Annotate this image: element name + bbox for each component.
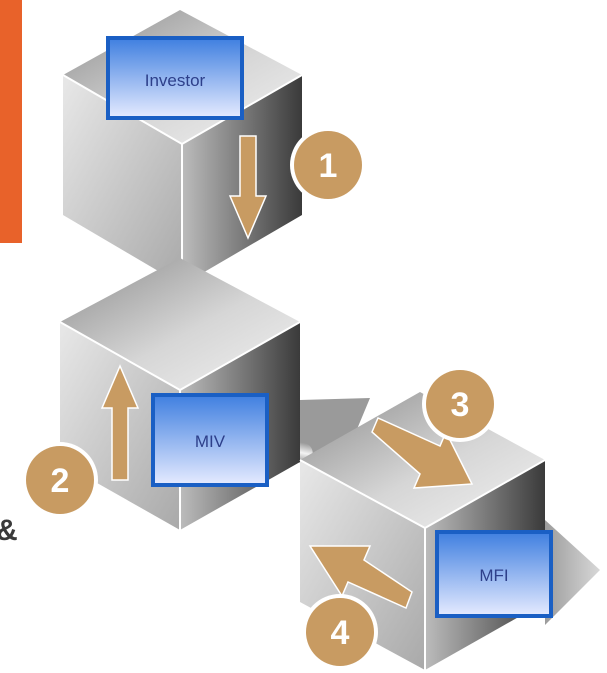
arrow-down-icon (228, 135, 268, 240)
step-1-number: 1 (319, 147, 338, 185)
mfi-label: MFI (435, 530, 553, 618)
mfi-label-text: MFI (479, 566, 508, 585)
miv-label-text: MIV (195, 432, 226, 451)
miv-label: MIV (151, 393, 269, 487)
arrow-up-left-icon (308, 545, 413, 610)
step-3-badge: 3 (422, 366, 498, 442)
edge-text-fragment: & (0, 514, 18, 547)
step-1-badge: 1 (290, 127, 366, 203)
miv-cube-top (60, 258, 300, 390)
mfi-cube-shadow (545, 520, 600, 625)
investor-label: Investor (106, 36, 244, 120)
step-2-number: 2 (51, 462, 70, 500)
arrow-up-icon (100, 364, 140, 481)
step-2-badge: 2 (22, 442, 98, 518)
investor-label-text: Investor (145, 71, 206, 90)
accent-bar (0, 0, 22, 243)
step-3-number: 3 (451, 386, 470, 424)
step-4-number: 4 (331, 614, 350, 652)
step-4-badge: 4 (302, 594, 378, 670)
